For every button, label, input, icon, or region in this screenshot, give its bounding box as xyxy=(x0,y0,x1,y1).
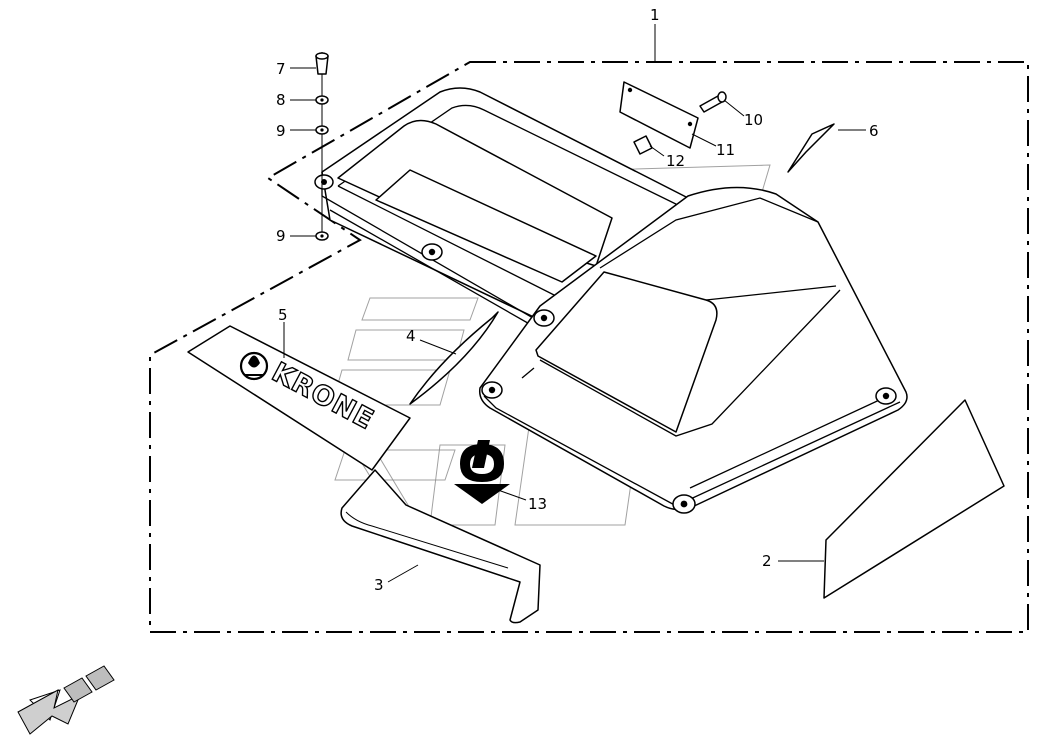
plate-part-11 xyxy=(619,81,699,149)
callout-6: 6 xyxy=(869,122,879,140)
callout-9-upper: 9 xyxy=(276,122,286,140)
callout-12: 12 xyxy=(666,152,685,170)
callout-13: 13 xyxy=(528,495,547,513)
mounting-bosses xyxy=(314,174,897,514)
assembly-boundary xyxy=(149,61,1029,633)
direction-arrow-icon xyxy=(17,665,115,735)
krone-logo-icon xyxy=(239,351,269,381)
side-panel-part-3 xyxy=(340,469,541,624)
fastener-stack xyxy=(315,52,329,241)
bolt-part-10 xyxy=(699,91,727,113)
decal-part-2 xyxy=(823,399,1005,599)
sticker-part-4 xyxy=(409,311,499,405)
callout-labels: 1 2 3 4 5 6 7 8 9 9 10 11 12 13 xyxy=(276,6,879,594)
callout-1: 1 xyxy=(650,6,660,24)
callout-11: 11 xyxy=(716,141,735,159)
strip-part-6 xyxy=(787,123,835,173)
callout-8: 8 xyxy=(276,91,286,109)
clip-part-12 xyxy=(633,135,653,155)
callout-10: 10 xyxy=(744,111,763,129)
leader-lines xyxy=(283,24,866,583)
hood-part-1 xyxy=(314,87,908,514)
callout-4: 4 xyxy=(406,327,416,345)
krone-emblem-icon xyxy=(454,440,510,504)
callout-7: 7 xyxy=(276,60,286,78)
callout-5: 5 xyxy=(278,306,288,324)
callout-2: 2 xyxy=(762,552,772,570)
callout-9-lower: 9 xyxy=(276,227,286,245)
krone-decal-part-5: KRONE xyxy=(187,325,411,471)
callout-3: 3 xyxy=(374,576,384,594)
